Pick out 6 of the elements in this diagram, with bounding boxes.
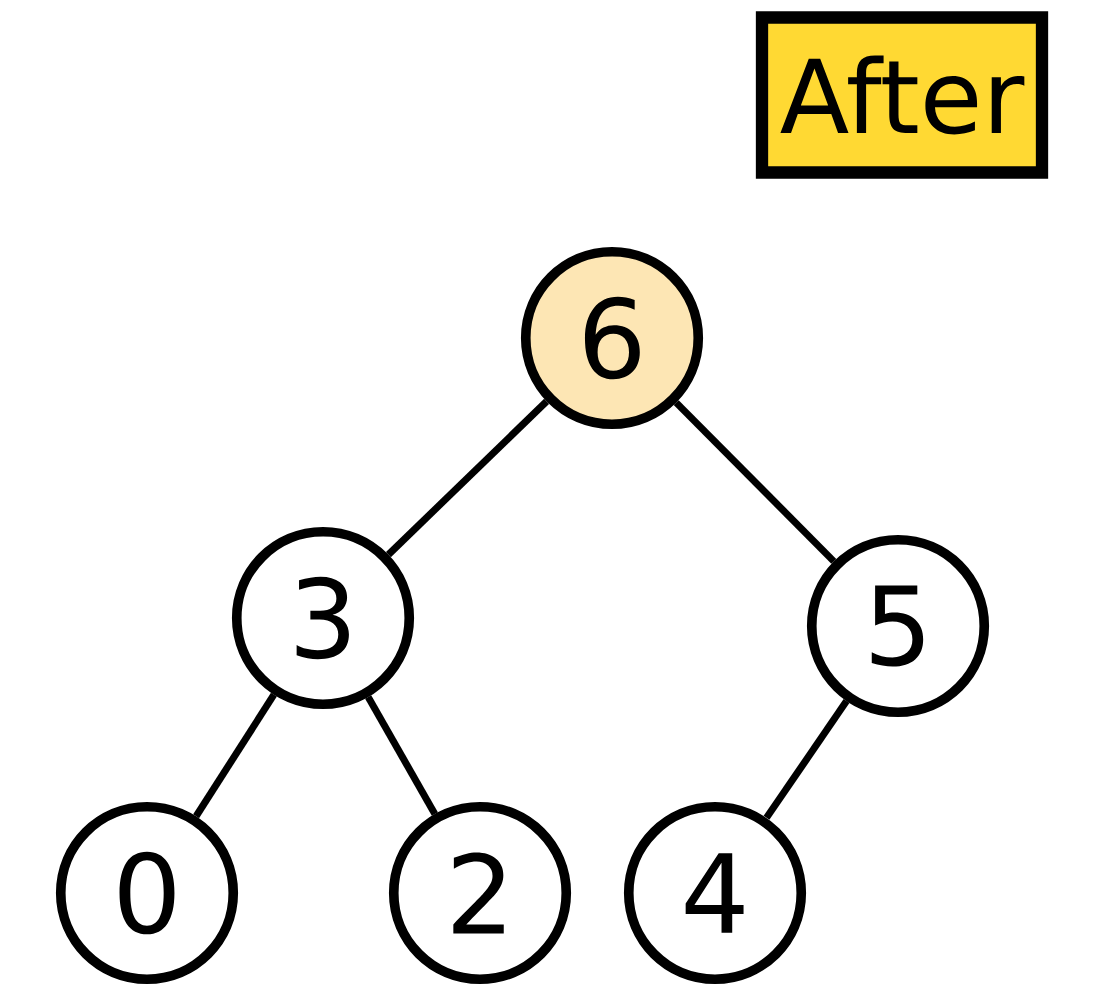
tree-edge	[365, 695, 438, 816]
tree-edge	[385, 398, 550, 558]
tree-edge	[193, 692, 277, 819]
tree-edge	[763, 699, 850, 820]
tree-edge	[673, 400, 837, 564]
tag-box: After	[755, 11, 1049, 179]
